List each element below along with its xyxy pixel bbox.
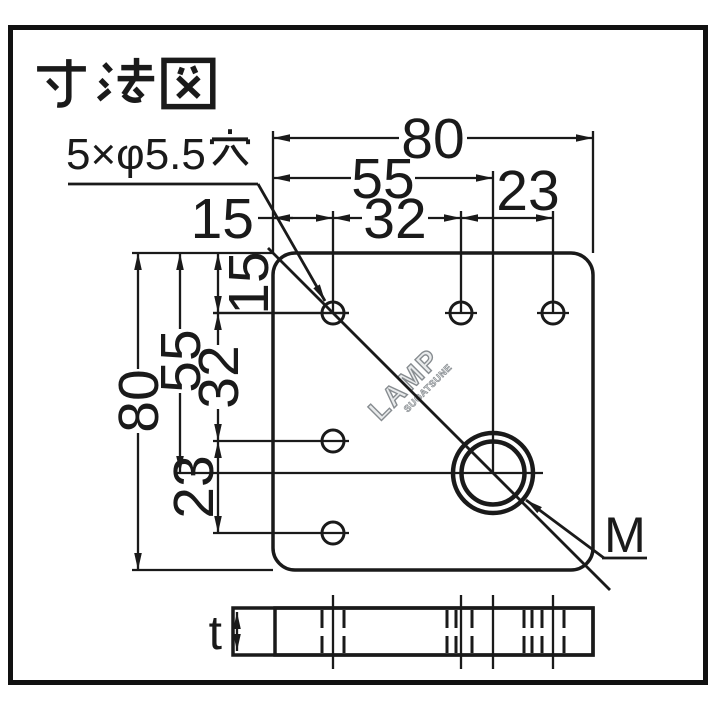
hole-left-3 [320, 520, 346, 546]
thread-label: M [604, 507, 646, 563]
hole-note-kanji-text: 穴 [208, 127, 252, 176]
hole-top-2 [448, 300, 474, 326]
edge-view-centerlines [331, 595, 555, 669]
left-dimensions: 80 55 15 32 23 [107, 251, 281, 570]
hole-top-3 [540, 300, 566, 326]
hole-note-label: 5×φ5.5 穴 [66, 127, 327, 302]
edge-view: t [209, 595, 595, 669]
dim-left-overall: 80 [107, 369, 171, 432]
small-holes [213, 300, 566, 546]
dim-top-to-thread: 55 [351, 147, 414, 211]
kanji-sun [37, 59, 86, 108]
edge-view-hidden-lines [320, 610, 566, 653]
kanji-ana [209, 129, 251, 166]
top-dimensions: 80 55 15 32 23 [191, 107, 593, 251]
page-title-text: 寸法図 [33, 54, 213, 121]
kanji-hou [96, 57, 155, 103]
page-title: 寸法図 [33, 54, 216, 121]
diagonal-centerline [267, 247, 611, 591]
dim-top-hole1-hole2: 32 [363, 187, 426, 251]
hole-note-latin: 5×φ5.5 [66, 130, 206, 179]
thickness-label: t [209, 607, 222, 660]
edge-view-plate-section [273, 606, 595, 657]
dim-top-edge-to-hole1: 15 [191, 187, 254, 251]
drawing-border [8, 25, 708, 685]
thread-leader-arrow [525, 498, 605, 560]
dim-top-hole2-hole3: 23 [496, 159, 559, 223]
dim-left-hole1-hole2: 32 [187, 345, 251, 408]
dim-left-to-thread: 55 [149, 329, 213, 392]
dim-left-edge-to-hole1: 15 [217, 251, 281, 314]
dim-top-overall: 80 [401, 107, 464, 171]
kanji-zu [161, 57, 216, 110]
hole-note-leader-arrow [256, 183, 327, 302]
plate-top-view [271, 251, 595, 572]
hole-left-2 [320, 428, 346, 454]
dim-left-hole2-hole3: 23 [162, 455, 226, 518]
thread-callout: M [525, 498, 647, 563]
